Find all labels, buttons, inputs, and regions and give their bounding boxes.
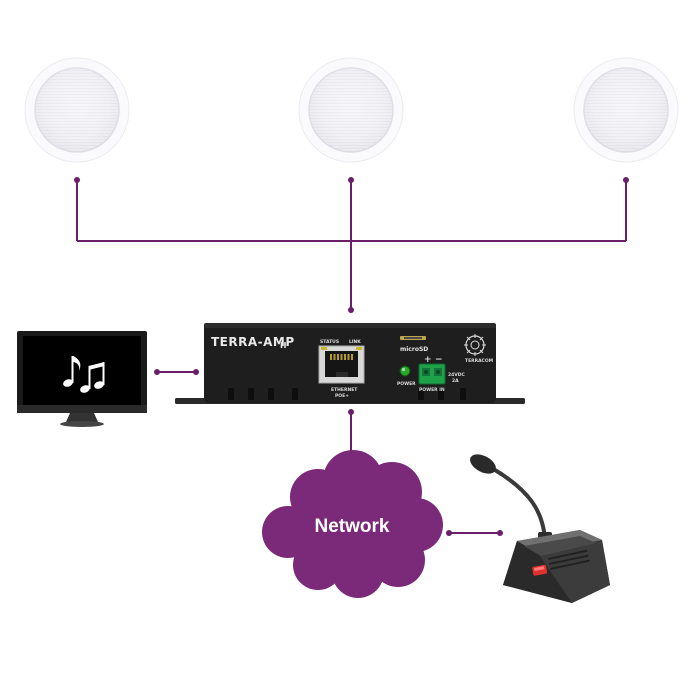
voltage-label: 24VDC [448,372,465,378]
microsd-slot[interactable] [400,336,426,340]
power-led-icon [399,365,411,377]
ceiling-speaker-icon [573,57,679,163]
terracom-logo [464,334,486,356]
network-label: Network [315,516,390,537]
microphone-head-icon [470,454,496,474]
power-label: POWER [397,381,416,387]
paging-microphone-console [470,454,610,603]
ceiling-speaker-1 [24,57,130,163]
minus-label: − [435,355,443,365]
power-in-label: POWER IN [419,387,445,393]
plus-label: + [424,355,432,365]
ethernet-label: ETHERNET [331,387,358,393]
ceiling-speaker-2 [298,57,404,163]
power-terminal[interactable] [418,363,446,385]
ethernet-port[interactable] [318,345,365,384]
music-note-icon [63,356,105,393]
connection-dots [74,177,629,536]
ceiling-speaker-icon [298,57,404,163]
poe-label: POE+ [335,393,349,399]
ceiling-speaker-3 [573,57,679,163]
ceiling-speaker-icon [24,57,130,163]
status-led-icon [321,347,327,350]
amperage-label: 2A [452,378,459,384]
device-suffix: II [280,341,287,350]
monitor [17,331,147,427]
terra-amp-device: TERRA-AMP II STATUS LINK ETHERNET POE+ [175,323,525,404]
status-label: STATUS [320,339,339,345]
link-led-icon [356,347,362,350]
brand-label: TERRACOM [465,358,494,364]
link-label: LINK [349,339,361,345]
network-cloud: Network [262,450,443,598]
device-name: TERRA-AMP [211,335,295,349]
connection-lines [76,180,627,534]
microsd-label: microSD [400,346,428,353]
